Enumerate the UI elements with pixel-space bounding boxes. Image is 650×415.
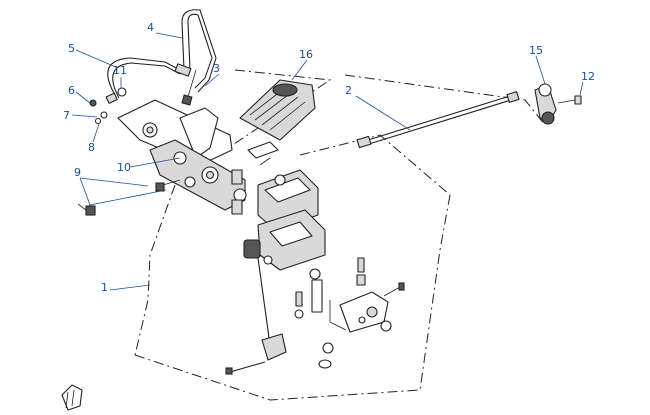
part-15-right-lever	[534, 83, 582, 125]
callout-11: 11	[113, 64, 127, 77]
shifter-housing	[257, 157, 326, 271]
callout-3: 3	[213, 62, 220, 75]
part-2-shift-rod	[356, 91, 520, 149]
leader-lines	[71, 32, 584, 291]
part-16-rubber-boot	[239, 79, 316, 159]
lower-shaft-assembly	[225, 239, 287, 375]
front-direction-arrow-icon	[61, 384, 83, 411]
callout-labels: 4 5 3 11 16 2 15 12 6 7 8 10 9 1	[63, 21, 595, 294]
right-bracket	[339, 282, 405, 333]
lever-arm-assembly	[117, 99, 247, 215]
part-9-bolt	[77, 203, 96, 216]
part-3-bolt	[181, 69, 197, 106]
callout-4: 4	[147, 21, 154, 34]
part-4-cable-loop	[181, 9, 217, 93]
callout-1: 1	[101, 281, 108, 294]
part-5-shift-cable	[107, 57, 192, 99]
callout-6: 6	[68, 84, 75, 97]
callout-7: 7	[63, 109, 70, 122]
callout-16: 16	[299, 48, 313, 61]
callout-12: 12	[581, 70, 595, 83]
callout-9: 9	[74, 166, 81, 179]
center-small-parts	[294, 257, 366, 369]
callout-8: 8	[88, 141, 95, 154]
callout-10: 10	[117, 161, 131, 174]
callout-5: 5	[68, 42, 75, 55]
callout-2: 2	[345, 84, 352, 97]
callout-15: 15	[529, 44, 543, 57]
